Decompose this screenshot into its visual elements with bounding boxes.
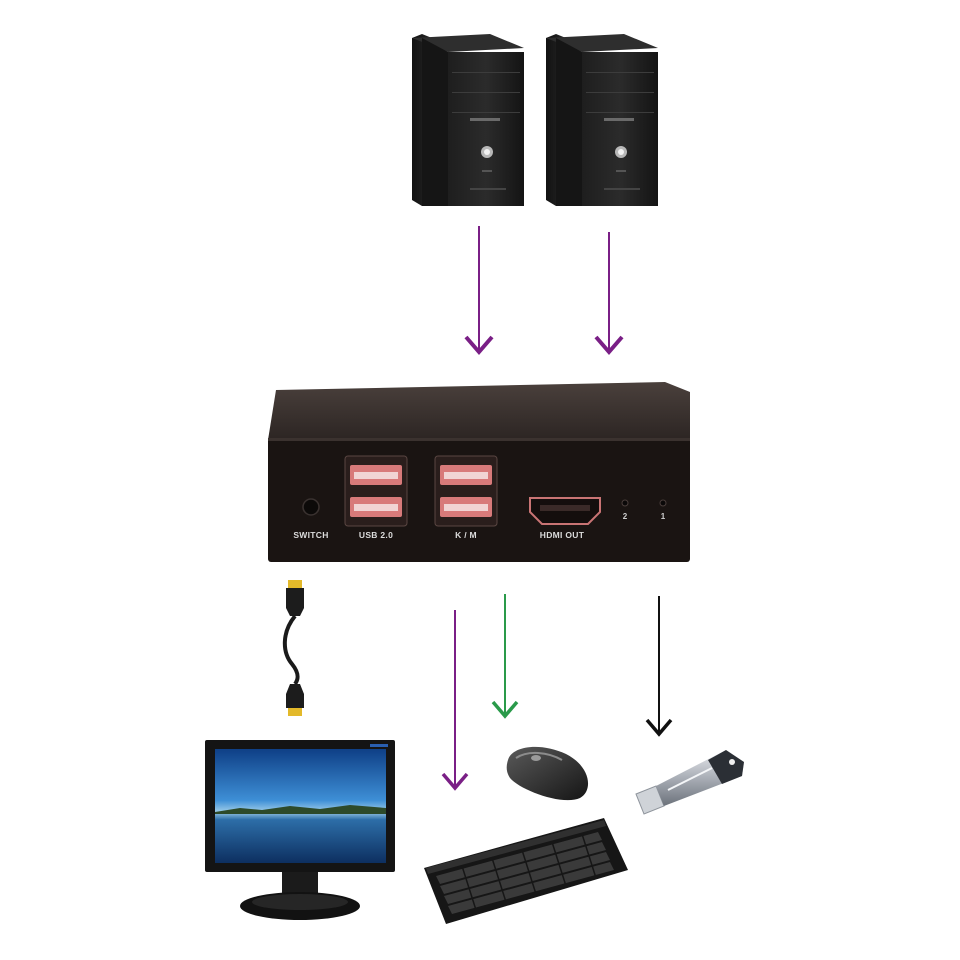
usb-flash-drive-icon	[635, 750, 744, 815]
arrow-switch-to-mouse	[491, 594, 519, 719]
km-port-stack	[434, 455, 498, 527]
km-label: K / M	[455, 530, 477, 540]
kvm-switch-icon: SWITCH USB 2.0 K / M HDMI OUT 2	[268, 382, 690, 562]
led-1-label: 1	[661, 512, 666, 521]
led-2-label: 2	[623, 512, 628, 521]
keyboard-icon	[424, 818, 628, 924]
switch-button	[302, 498, 320, 516]
pc-tower-icon	[546, 34, 658, 206]
switch-label: SWITCH	[293, 530, 328, 540]
arrow-switch-to-keyboard	[441, 610, 469, 791]
monitor-icon	[205, 740, 395, 920]
arrow-pc1-to-switch	[464, 226, 494, 356]
arrow-pc2-to-switch	[594, 232, 624, 356]
hdmi-out-port	[529, 497, 601, 525]
led-2-icon	[621, 499, 629, 507]
hdmi-out-label: HDMI OUT	[540, 530, 585, 540]
mouse-icon	[506, 746, 589, 801]
pc-tower-icon	[412, 34, 524, 206]
hdmi-cable-icon	[282, 580, 304, 716]
arrow-switch-to-usb-drive	[645, 596, 673, 737]
usb-label: USB 2.0	[359, 530, 393, 540]
led-1-icon	[659, 499, 667, 507]
usb-port-stack	[344, 455, 408, 527]
